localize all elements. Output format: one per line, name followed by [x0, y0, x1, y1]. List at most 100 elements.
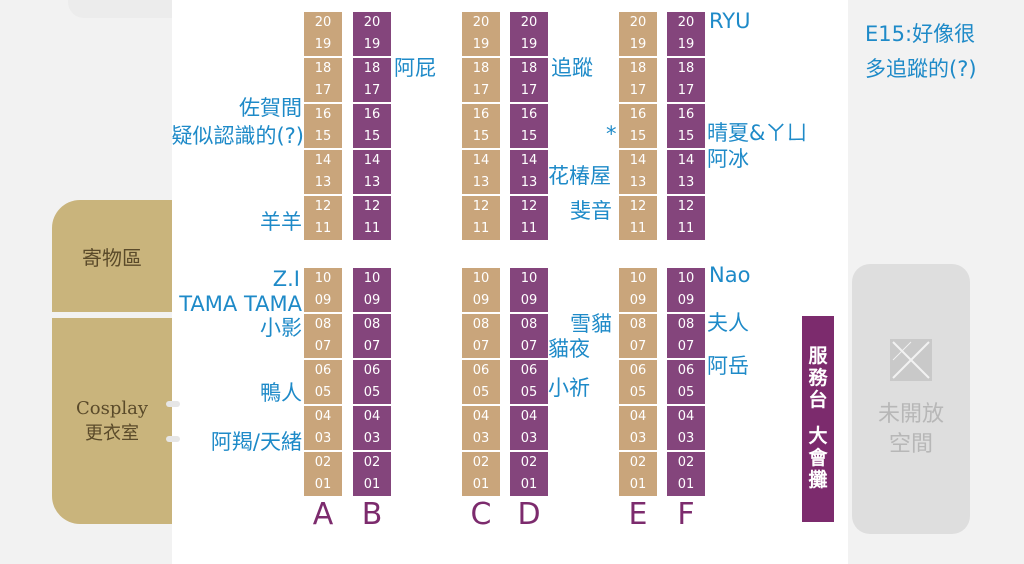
seat-number[interactable]: 19	[314, 37, 332, 52]
seat-number[interactable]: 17	[314, 83, 332, 98]
seat-number[interactable]: 02	[677, 455, 695, 470]
seat-number[interactable]: 09	[629, 293, 647, 308]
seat-number[interactable]: 14	[472, 153, 490, 168]
seat-number[interactable]: 20	[520, 15, 538, 30]
seat-number[interactable]: 03	[314, 431, 332, 446]
seat-number[interactable]: 04	[677, 409, 695, 424]
seat-number[interactable]: 20	[363, 15, 381, 30]
seat-number[interactable]: 01	[677, 477, 695, 492]
seat-number[interactable]: 07	[677, 339, 695, 354]
seat-number[interactable]: 08	[363, 317, 381, 332]
seat-number[interactable]: 10	[677, 271, 695, 286]
seat-number[interactable]: 08	[677, 317, 695, 332]
seat-number[interactable]: 14	[677, 153, 695, 168]
seat-number[interactable]: 13	[677, 175, 695, 190]
seat-number[interactable]: 12	[520, 199, 538, 214]
seat-number[interactable]: 04	[520, 409, 538, 424]
seat-number[interactable]: 07	[363, 339, 381, 354]
seat-number[interactable]: 02	[472, 455, 490, 470]
seat-number[interactable]: 09	[677, 293, 695, 308]
seat-number[interactable]: 04	[472, 409, 490, 424]
seat-number[interactable]: 11	[314, 221, 332, 236]
seat-number[interactable]: 05	[314, 385, 332, 400]
seat-number[interactable]: 10	[363, 271, 381, 286]
seat-number[interactable]: 08	[629, 317, 647, 332]
seat-number[interactable]: 06	[472, 363, 490, 378]
seat-number[interactable]: 20	[314, 15, 332, 30]
seat-number[interactable]: 06	[363, 363, 381, 378]
seat-number[interactable]: 09	[520, 293, 538, 308]
seat-number[interactable]: 03	[363, 431, 381, 446]
seat-number[interactable]: 14	[629, 153, 647, 168]
seat-number[interactable]: 10	[472, 271, 490, 286]
seat-number[interactable]: 09	[363, 293, 381, 308]
seat-number[interactable]: 18	[314, 61, 332, 76]
seat-number[interactable]: 17	[677, 83, 695, 98]
seat-number[interactable]: 19	[677, 37, 695, 52]
seat-number[interactable]: 11	[363, 221, 381, 236]
seat-number[interactable]: 16	[314, 107, 332, 122]
seat-number[interactable]: 13	[314, 175, 332, 190]
seat-number[interactable]: 05	[363, 385, 381, 400]
seat-number[interactable]: 07	[520, 339, 538, 354]
seat-number[interactable]: 06	[520, 363, 538, 378]
seat-number[interactable]: 07	[314, 339, 332, 354]
seat-number[interactable]: 18	[520, 61, 538, 76]
seat-number[interactable]: 17	[472, 83, 490, 98]
seat-number[interactable]: 02	[520, 455, 538, 470]
seat-number[interactable]: 15	[472, 129, 490, 144]
seat-number[interactable]: 17	[629, 83, 647, 98]
seat-number[interactable]: 11	[472, 221, 490, 236]
seat-number[interactable]: 15	[677, 129, 695, 144]
seat-number[interactable]: 19	[472, 37, 490, 52]
seat-number[interactable]: 12	[472, 199, 490, 214]
seat-number[interactable]: 06	[677, 363, 695, 378]
seat-number[interactable]: 11	[520, 221, 538, 236]
seat-number[interactable]: 03	[677, 431, 695, 446]
seat-number[interactable]: 15	[363, 129, 381, 144]
seat-number[interactable]: 07	[629, 339, 647, 354]
seat-number[interactable]: 20	[677, 15, 695, 30]
seat-number[interactable]: 12	[629, 199, 647, 214]
seat-number[interactable]: 18	[629, 61, 647, 76]
seat-number[interactable]: 06	[629, 363, 647, 378]
seat-number[interactable]: 18	[472, 61, 490, 76]
seat-number[interactable]: 10	[520, 271, 538, 286]
seat-number[interactable]: 04	[629, 409, 647, 424]
seat-number[interactable]: 19	[363, 37, 381, 52]
seat-number[interactable]: 12	[363, 199, 381, 214]
seat-number[interactable]: 17	[363, 83, 381, 98]
seat-number[interactable]: 19	[629, 37, 647, 52]
seat-number[interactable]: 03	[472, 431, 490, 446]
seat-number[interactable]: 04	[363, 409, 381, 424]
seat-number[interactable]: 14	[520, 153, 538, 168]
seat-number[interactable]: 14	[314, 153, 332, 168]
seat-number[interactable]: 12	[677, 199, 695, 214]
seat-number[interactable]: 18	[677, 61, 695, 76]
seat-number[interactable]: 03	[520, 431, 538, 446]
seat-number[interactable]: 02	[629, 455, 647, 470]
seat-number[interactable]: 01	[363, 477, 381, 492]
seat-number[interactable]: 09	[472, 293, 490, 308]
seat-number[interactable]: 14	[363, 153, 381, 168]
seat-number[interactable]: 15	[520, 129, 538, 144]
seat-number[interactable]: 16	[520, 107, 538, 122]
seat-number[interactable]: 18	[363, 61, 381, 76]
seat-number[interactable]: 11	[677, 221, 695, 236]
seat-number[interactable]: 08	[520, 317, 538, 332]
seat-number[interactable]: 03	[629, 431, 647, 446]
seat-number[interactable]: 16	[472, 107, 490, 122]
seat-number[interactable]: 16	[629, 107, 647, 122]
seat-number[interactable]: 07	[472, 339, 490, 354]
seat-number[interactable]: 09	[314, 293, 332, 308]
seat-number[interactable]: 17	[520, 83, 538, 98]
seat-number[interactable]: 13	[472, 175, 490, 190]
seat-number[interactable]: 13	[363, 175, 381, 190]
seat-number[interactable]: 06	[314, 363, 332, 378]
seat-number[interactable]: 08	[314, 317, 332, 332]
seat-number[interactable]: 05	[677, 385, 695, 400]
seat-number[interactable]: 15	[314, 129, 332, 144]
seat-number[interactable]: 05	[520, 385, 538, 400]
seat-number[interactable]: 04	[314, 409, 332, 424]
seat-number[interactable]: 12	[314, 199, 332, 214]
